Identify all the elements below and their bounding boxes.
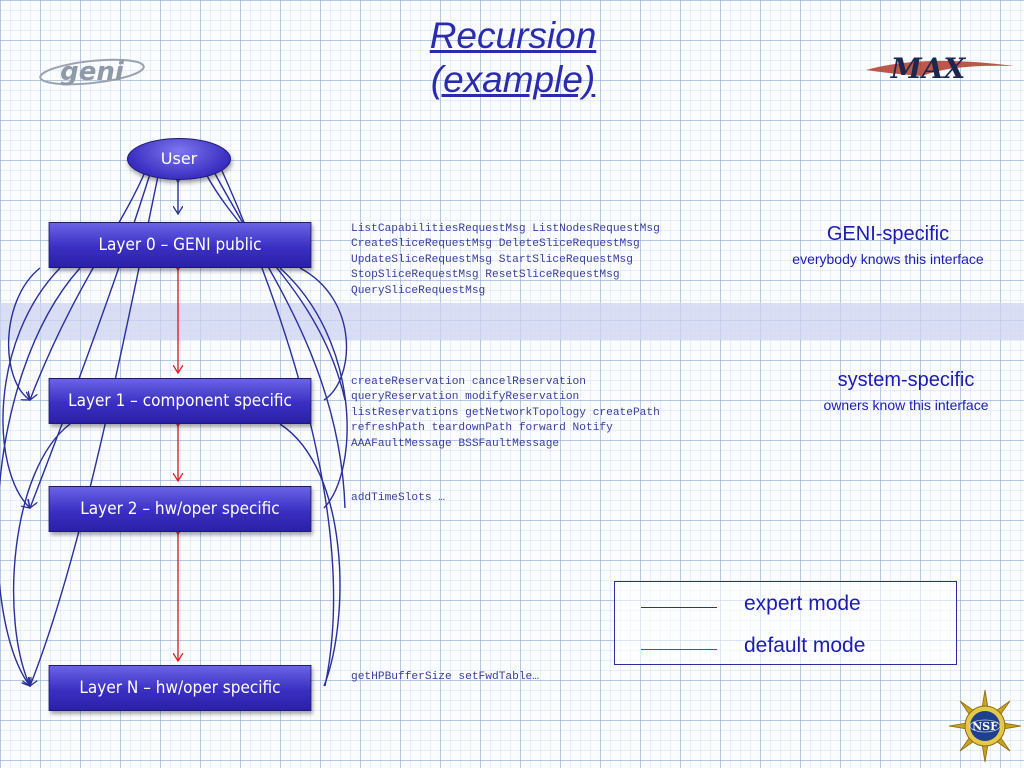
layer0-to-layerN-left [0, 267, 81, 686]
legend-expert-swatch [641, 607, 717, 608]
layer-n-label: Layer N – hw/oper specific [79, 678, 281, 698]
title-line-1: Recursion [429, 15, 597, 56]
layer-n-box: Layer N – hw/oper specific [48, 665, 312, 711]
layer-2-label: Layer 2 – hw/oper specific [80, 499, 280, 519]
system-specific-subtitle: owners know this interface [823, 397, 989, 413]
layer0-to-layer1-right [299, 267, 348, 401]
layer-1-label: Layer 1 – component specific [68, 391, 292, 411]
layer2-messages: addTimeSlots … [351, 492, 445, 504]
highlight-band [0, 303, 1024, 340]
page-title: Recursion (example) [380, 14, 646, 102]
layer-1-box: Layer 1 – component specific [48, 378, 312, 424]
max-logo: MAX [866, 52, 1014, 85]
layer0-to-layer1-left [7, 267, 41, 400]
legend-default-label: default mode [744, 634, 866, 657]
layer-2-box: Layer 2 – hw/oper specific [48, 486, 312, 532]
geni-logo-text: geni [60, 57, 125, 87]
user-to-layer2-right [211, 167, 346, 509]
layerN-messages: getHPBufferSize setFwdTable… [351, 671, 539, 683]
user-to-layer1-left [30, 171, 146, 400]
legend-default-swatch [641, 649, 717, 650]
geni-specific-title: GENI-specific [826, 223, 950, 245]
layer0-to-layer2-left [2, 267, 61, 508]
user-node: User [127, 138, 231, 180]
layer-0-box: Layer 0 – GENI public [48, 222, 312, 268]
layer1-to-layerN-left [13, 423, 71, 686]
geni-specific-subtitle: everybody knows this interface [792, 251, 984, 267]
nsf-logo: NSF [948, 689, 1022, 763]
legend-expert-label: expert mode [744, 592, 861, 615]
legend: expert mode default mode [614, 581, 957, 665]
user-to-layer1-right [204, 171, 346, 401]
layer0-to-layer2-right [279, 267, 348, 509]
layer1-to-layerN-right [279, 423, 341, 687]
title-line-2: (example) [430, 59, 596, 100]
layer0-messages: ListCapabilitiesRequestMsg ListNodesRequ… [351, 223, 660, 297]
layer1-messages: createReservation cancelReservation quer… [351, 376, 660, 450]
layer-0-label: Layer 0 – GENI public [98, 235, 262, 255]
system-specific-title: system-specific [837, 369, 975, 391]
geni-logo: geni [39, 57, 145, 87]
nsf-logo-text: NSF [972, 720, 998, 733]
max-logo-text: MAX [890, 52, 967, 85]
